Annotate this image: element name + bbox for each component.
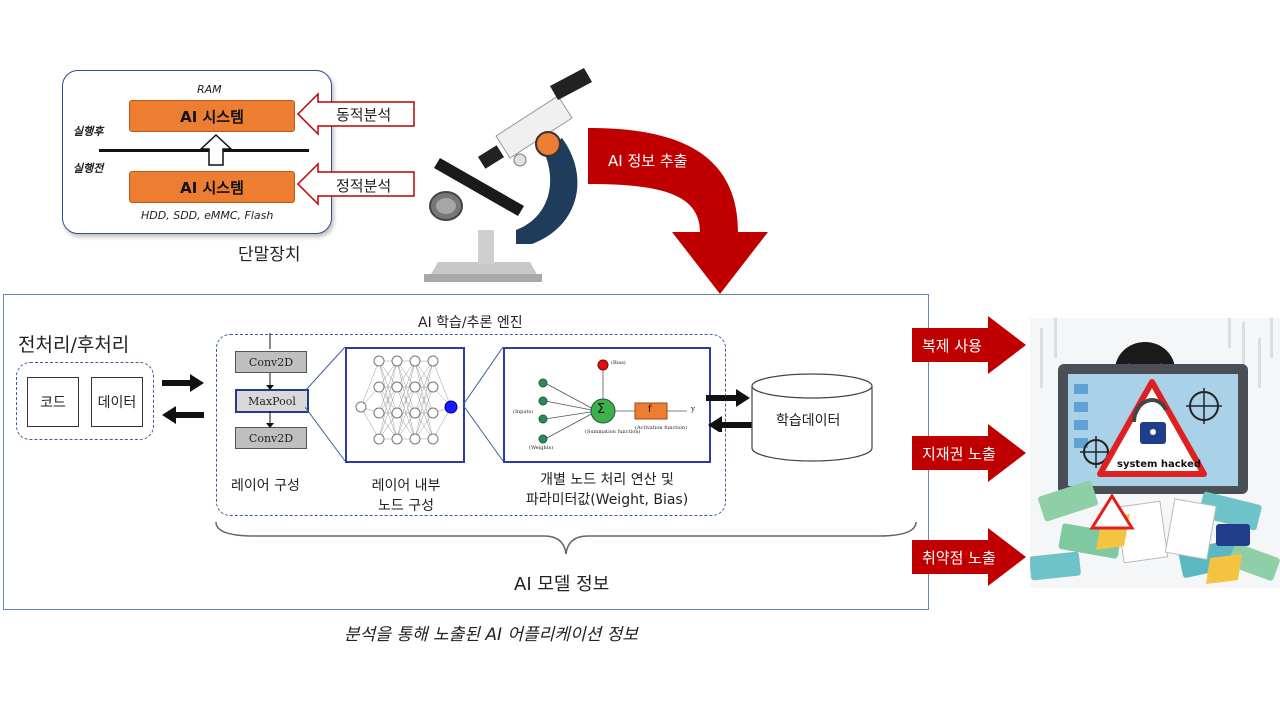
- microscope-icon: [424, 68, 592, 282]
- hacker-illustration-icon: [1030, 318, 1280, 588]
- model-info-label: AI 모델 정보: [514, 574, 610, 595]
- from-training-arrow-icon: [708, 416, 752, 432]
- param-caption-line2: 파라미터값(Weight, Bias): [525, 492, 689, 508]
- pre-post-box: 코드 데이터: [16, 362, 154, 440]
- code-box: 코드: [27, 377, 79, 427]
- layer-conv2d-1: Conv2D: [235, 351, 307, 373]
- extract-curved-arrow-icon: [588, 128, 768, 294]
- before-exec-label: 실행전: [73, 162, 104, 175]
- weights-label: (Weights): [529, 445, 554, 451]
- threat-vuln-label: 취약점 노출: [922, 548, 996, 567]
- neural-network-diagram: [355, 355, 458, 445]
- node-caption: 레이어 내부 노드 구성: [361, 475, 451, 515]
- layer-caption: 레이어 구성: [231, 478, 300, 494]
- node-caption-line2: 노드 구성: [378, 498, 434, 514]
- training-data-label: 학습데이터: [776, 413, 841, 429]
- bottom-caption: 분석을 통해 노출된 AI 어플리케이션 정보: [344, 625, 638, 645]
- storage-label: HDD, SDD, eMMC, Flash: [141, 209, 274, 222]
- layer-flow-arrows: [266, 333, 274, 428]
- activation-symbol: f: [648, 404, 652, 415]
- perceptron-diagram: [538, 359, 687, 444]
- device-caption: 단말장치: [238, 245, 301, 265]
- dynamic-analysis-arrow-icon: [296, 92, 415, 136]
- inputs-label: (Inputs): [513, 409, 534, 415]
- dynamic-analysis-label: 동적분석: [336, 106, 392, 124]
- ai-system-storage: AI 시스템: [129, 171, 295, 203]
- ram-label: RAM: [197, 83, 222, 96]
- ip-exposure-arrow-icon: [912, 424, 1026, 482]
- prepost-exchange-arrows: [162, 374, 204, 424]
- left-arrow-icon: [162, 406, 204, 424]
- right-arrow-icon: [162, 374, 204, 392]
- static-analysis-label: 정적분석: [336, 177, 392, 195]
- zoom-connectors: [305, 346, 504, 462]
- threat-arrows: [912, 316, 1026, 586]
- engine-title: AI 학습/추론 엔진: [418, 315, 523, 331]
- param-caption-line1: 개별 노드 처리 연산 및: [540, 472, 674, 488]
- after-exec-label: 실행후: [73, 125, 104, 138]
- threat-ip-label: 지재권 노출: [922, 444, 996, 463]
- extract-label: AI 정보 추출: [608, 152, 688, 170]
- training-data-cylinder-icon: [751, 373, 873, 462]
- hacker-screen-text: system hacked: [1117, 459, 1202, 470]
- param-caption: 개별 노드 처리 연산 및 파라미터값(Weight, Bias): [507, 469, 707, 509]
- model-info-brace: [215, 521, 917, 555]
- perceptron-box: (Bias) (Inputs) (Weights) Σ (Summation f…: [503, 347, 711, 463]
- activation-function-label: (Activation function): [635, 425, 688, 431]
- layer-conv2d-2: Conv2D: [235, 427, 307, 449]
- output-label: y: [691, 405, 695, 413]
- static-analysis-arrow-icon: [296, 162, 415, 206]
- vuln-exposure-arrow-icon: [912, 528, 1026, 586]
- summation-function-label: (Summation function): [585, 429, 641, 435]
- node-structure-box: [345, 347, 465, 463]
- device-box: RAM AI 시스템 실행후 실행전 AI 시스템 HDD, SDD, eMMC…: [62, 70, 332, 234]
- node-caption-line1: 레이어 내부: [371, 478, 441, 494]
- pre-post-title: 전처리/후처리: [18, 334, 130, 356]
- copy-use-arrow-icon: [912, 316, 1026, 374]
- bias-label: (Bias): [611, 360, 626, 366]
- engine-box: Conv2D MaxPool Conv2D 레이어 구성: [216, 333, 726, 516]
- analysis-arrows: [296, 92, 415, 206]
- ai-system-runtime: AI 시스템: [129, 100, 295, 132]
- data-box: 데이터: [91, 377, 143, 427]
- summation-symbol: Σ: [597, 402, 606, 417]
- threat-copy-label: 복제 사용: [922, 336, 982, 355]
- exec-divider: [99, 149, 309, 152]
- layer-maxpool: MaxPool: [235, 389, 309, 413]
- load-up-arrow-icon: [199, 133, 233, 166]
- to-training-arrow-icon: [706, 389, 750, 407]
- training-exchange-arrows: [706, 389, 752, 432]
